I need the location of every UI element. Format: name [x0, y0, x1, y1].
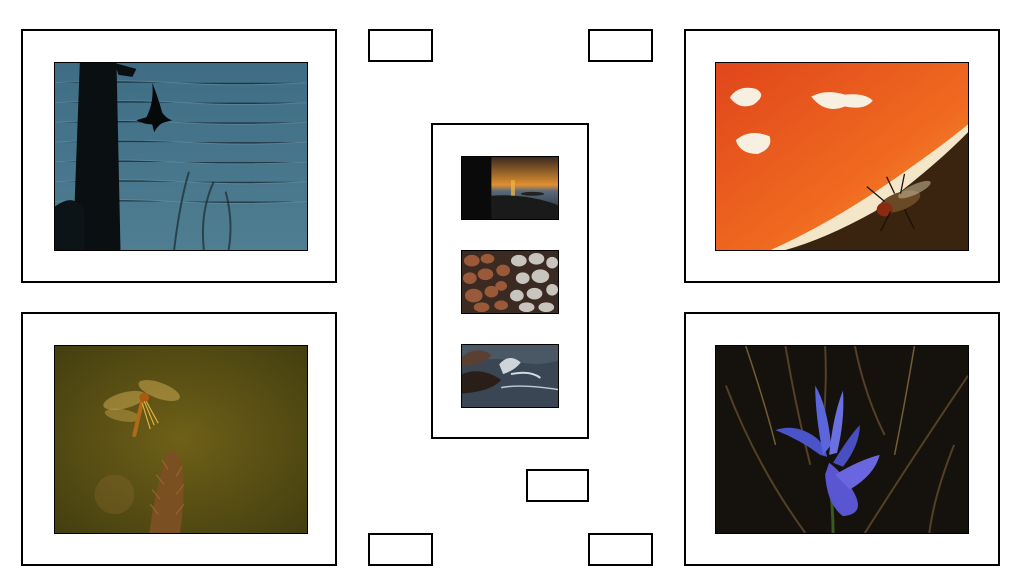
photo-frame-center-triptych[interactable] [431, 123, 589, 439]
placeholder-box-top-right [588, 29, 653, 62]
placeholder-box-bottom-left [368, 533, 433, 566]
dragonfly-photo-image [55, 346, 307, 533]
photo-waves[interactable] [461, 344, 559, 408]
crocus-flower-icon [775, 385, 880, 517]
photo-blue-flower[interactable] [715, 345, 969, 534]
fly-icon [866, 173, 931, 232]
photo-bird-silhouette[interactable] [54, 62, 308, 251]
pebbles-photo-image [462, 251, 558, 313]
placeholder-box-middle-right [526, 469, 589, 502]
photo-toadstool-fly[interactable] [715, 62, 969, 251]
sunset-photo-image [462, 157, 558, 219]
photo-frame-bottom-right[interactable] [684, 312, 1000, 566]
photo-frame-top-left[interactable] [21, 29, 337, 283]
photo-dragonfly[interactable] [54, 345, 308, 534]
photo-sunset[interactable] [461, 156, 559, 220]
photo-frame-top-right[interactable] [684, 29, 1000, 283]
bird-photo-image [55, 63, 307, 250]
mushroom-photo-image [716, 63, 968, 250]
photo-frame-bottom-left[interactable] [21, 312, 337, 566]
bird-icon [136, 82, 173, 133]
placeholder-box-top-left [368, 29, 433, 62]
placeholder-box-bottom-right [588, 533, 653, 566]
photo-pebbles[interactable] [461, 250, 559, 314]
flower-photo-image [716, 346, 968, 533]
waves-photo-image [462, 345, 558, 407]
dragonfly-icon [103, 380, 180, 438]
